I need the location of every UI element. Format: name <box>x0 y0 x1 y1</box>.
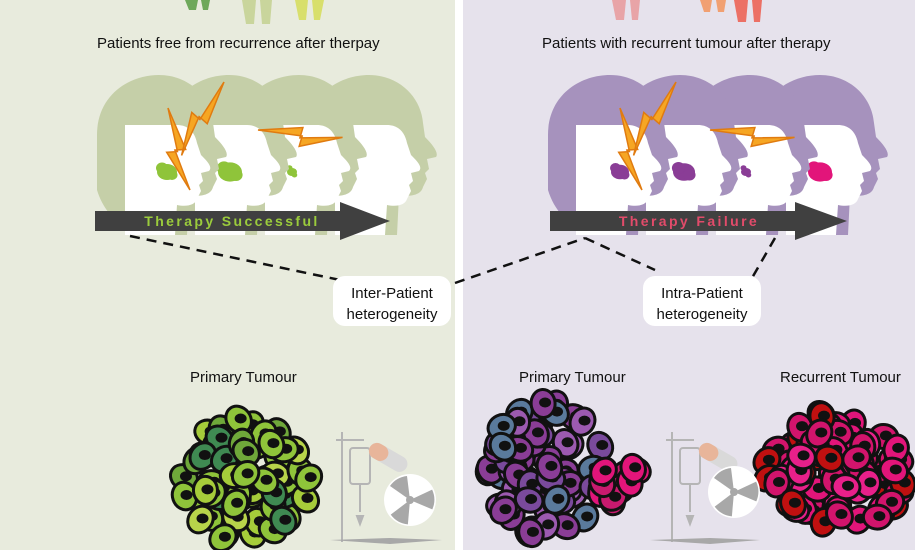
head-tumour <box>216 161 243 182</box>
iv-drip-icon <box>336 432 371 542</box>
tumour-cell <box>208 523 238 550</box>
right-patient-heads <box>548 75 888 235</box>
tumour-cell <box>257 428 286 460</box>
tumour-cell <box>230 460 261 489</box>
therapy-successful-label: Therapy Successful <box>144 213 319 229</box>
tumour-cell <box>489 495 518 525</box>
right-primary-tumour-label: Primary Tumour <box>519 369 626 386</box>
tumour-cell <box>805 418 834 449</box>
tumour-cell <box>529 388 557 419</box>
panel-divider <box>455 0 463 550</box>
tumour-cell <box>294 463 324 493</box>
head-tumour <box>156 162 178 180</box>
iv-drip-icon <box>666 432 701 542</box>
left-primary-tumour-label: Primary Tumour <box>190 369 297 386</box>
intra-patient-heterogeneity-box: Intra-Patient heterogeneity <box>643 276 761 326</box>
scalpel-icon <box>650 538 760 544</box>
intra-patient-line1: Intra-Patient <box>661 285 743 302</box>
head-tumour <box>806 161 833 182</box>
tumour-cell <box>221 488 250 519</box>
patient-head <box>758 75 888 235</box>
head-tumour <box>740 165 752 178</box>
tumour-cell <box>763 467 791 499</box>
therapy-failure-label: Therapy Failure <box>619 213 759 229</box>
therapy-icons-right <box>650 432 760 544</box>
therapy-successful-arrow: Therapy Successful <box>95 202 390 240</box>
inter-patient-line1: Inter-Patient <box>351 285 433 302</box>
pill-capsule-icon <box>698 442 738 472</box>
tumour-cell <box>779 488 807 519</box>
tumour-cell <box>568 406 597 437</box>
tumour-cell <box>825 500 854 530</box>
therapy-icons-left <box>330 432 442 544</box>
tumour-cell <box>861 503 893 531</box>
left-panel-header: Patients free from recurrence after ther… <box>97 35 380 52</box>
left-primary-tumour <box>169 404 324 550</box>
tumour-cell <box>269 505 298 536</box>
tumour-cell <box>841 444 872 473</box>
recurrent-tumour-label: Recurrent Tumour <box>780 369 901 386</box>
pill-capsule-icon <box>368 442 408 472</box>
top-figures-right <box>612 0 762 22</box>
tumour-cell <box>814 444 845 473</box>
scalpel-icon <box>330 538 442 544</box>
tumour-cell <box>830 473 862 501</box>
radiation-icon <box>384 474 436 526</box>
tumour-cell <box>191 474 219 506</box>
tumour-cell <box>586 430 615 462</box>
dashed-connectors <box>129 234 777 285</box>
tumour-cell <box>513 486 545 514</box>
therapy-failure-arrow: Therapy Failure <box>550 202 847 240</box>
tumour-cell <box>290 484 321 514</box>
intra-patient-line2: heterogeneity <box>656 306 748 323</box>
right-panel-header: Patients with recurrent tumour after the… <box>542 35 831 52</box>
head-tumour <box>610 163 630 180</box>
left-patient-heads <box>97 75 437 235</box>
tumour-cell <box>619 452 647 484</box>
patient-head <box>548 75 678 235</box>
tumour-cell <box>517 517 545 549</box>
inter-patient-heterogeneity-box: Inter-Patient heterogeneity <box>333 276 451 326</box>
tumour-cell <box>535 451 564 483</box>
tumour-cell <box>854 467 882 499</box>
patient-head <box>97 75 227 235</box>
tumour-cell <box>589 456 618 487</box>
tumour-cell <box>786 442 817 471</box>
radiation-icon <box>708 466 760 518</box>
top-figures-left <box>185 0 324 24</box>
patient-head <box>618 75 748 235</box>
inter-patient-line2: heterogeneity <box>346 306 438 323</box>
right-primary-tumour <box>474 388 652 549</box>
patient-head <box>167 75 297 235</box>
head-tumour <box>671 161 696 181</box>
tumour-cell <box>542 484 571 515</box>
patient-head <box>688 75 818 235</box>
tumour-cell <box>231 437 261 467</box>
tumour-cell <box>488 431 518 462</box>
tumour-cell <box>878 456 910 485</box>
recurrent-tumour <box>752 400 915 538</box>
